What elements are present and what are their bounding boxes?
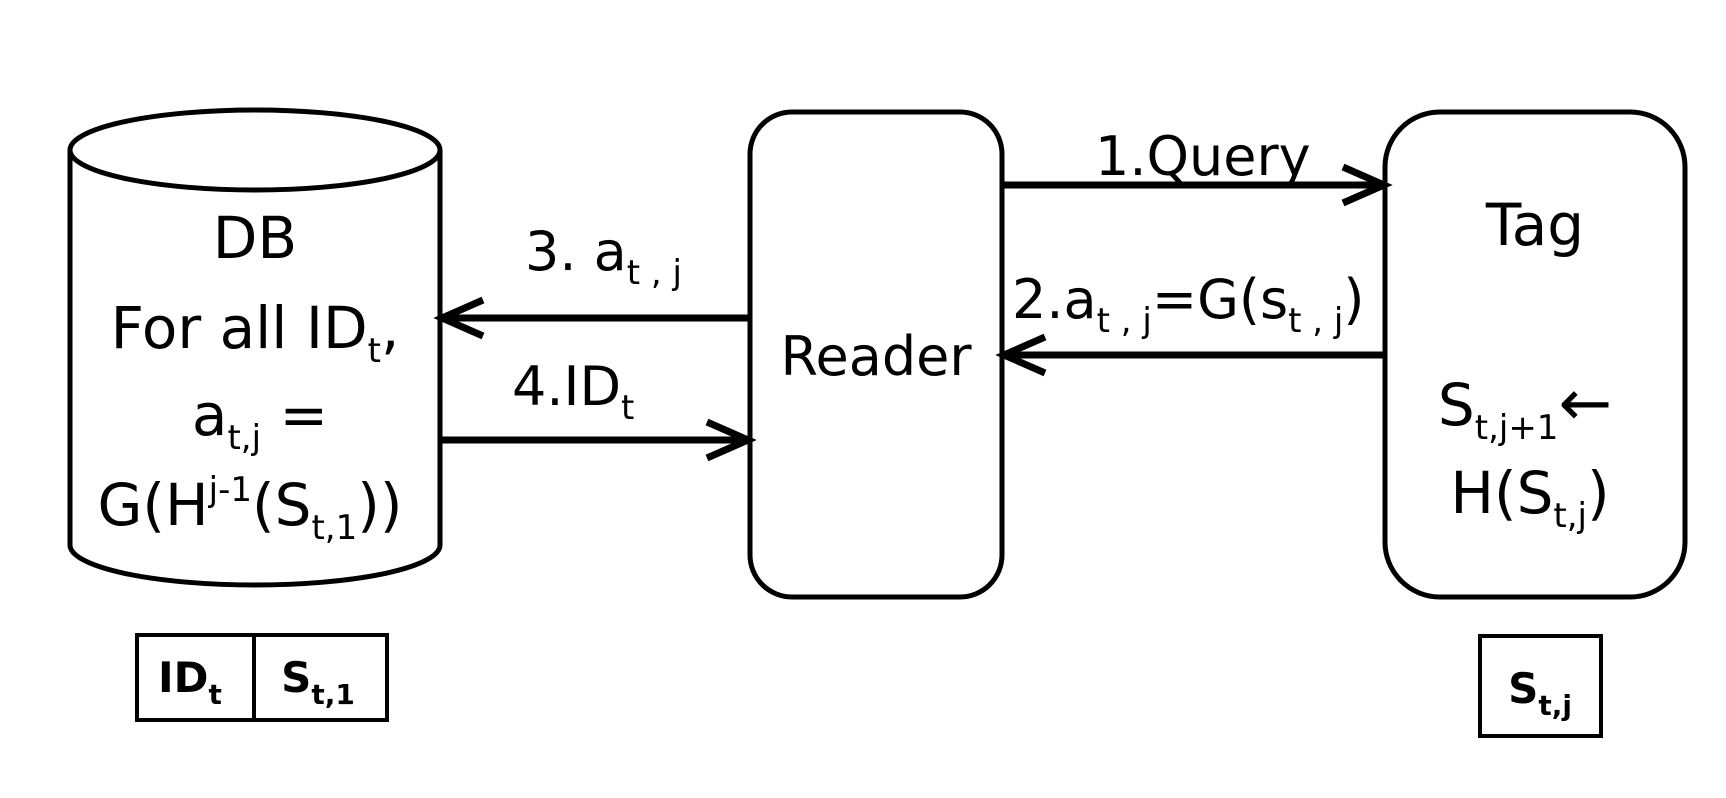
tag-title: Tag xyxy=(1485,191,1584,259)
message-2-arrow xyxy=(995,333,1385,377)
db-storage-s-label: St,1 xyxy=(281,653,355,711)
db-line-g-expression: G(Hj-1(St,1)) xyxy=(97,470,402,548)
message-4-arrow xyxy=(440,418,757,462)
message-3-label: 3. at , j xyxy=(525,220,682,293)
db-line-for-all: For all IDt, xyxy=(111,294,400,371)
db-storage-id-label: IDt xyxy=(158,653,222,711)
tag-storage-cell xyxy=(1478,634,1603,738)
message-3-arrow xyxy=(433,296,750,340)
database-cylinder xyxy=(67,107,443,588)
db-storage-id-cell xyxy=(135,633,256,722)
tag-storage-label: St,j xyxy=(1508,664,1572,722)
db-line-a-equals: at,j = xyxy=(192,381,328,458)
tag-update-line2: H(St,j) xyxy=(1450,459,1609,536)
db-storage-s-cell xyxy=(252,633,389,722)
message-2-label: 2.at , j=G(st , j) xyxy=(1012,268,1364,341)
message-4-label: 4.IDt xyxy=(512,355,634,428)
message-1-label: 1.Query xyxy=(1095,125,1311,188)
reader-label: Reader xyxy=(780,325,972,388)
db-storage-record: IDt St,1 xyxy=(135,633,389,722)
tag-update-line1: St,j+1← xyxy=(1438,367,1612,448)
message-1-arrow xyxy=(1002,163,1393,207)
db-title: DB xyxy=(213,204,297,272)
